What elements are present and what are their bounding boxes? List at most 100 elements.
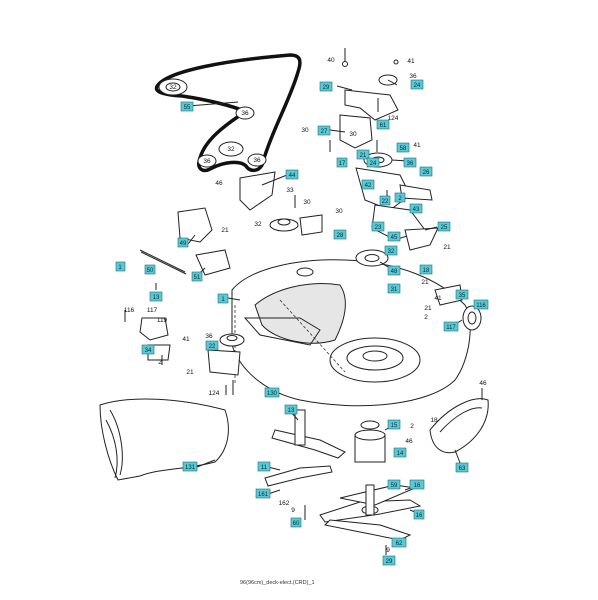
svg-text:131: 131 [185,465,196,471]
svg-text:2: 2 [158,359,162,366]
discharge-chute [99,398,229,481]
drive-belt [154,53,302,173]
callout-24b: 24 [366,157,380,168]
svg-text:117: 117 [446,325,456,331]
label-36-b: 36 [203,158,211,165]
svg-text:48: 48 [391,269,398,275]
svg-text:46: 46 [405,438,413,445]
svg-text:119: 119 [157,317,168,324]
callout-161: 161 [255,488,271,499]
callout-131: 131 [182,461,198,472]
svg-text:30: 30 [335,208,343,215]
callout-13b: 13 [284,404,298,415]
pulley-32-lower [218,141,244,157]
diagram-caption: 96(96cm)_deck-elect.(CRD)_1 [240,580,315,586]
svg-text:30: 30 [349,131,357,138]
svg-text:44: 44 [289,173,296,179]
svg-text:41: 41 [407,58,415,65]
label-36-c: 36 [253,157,261,164]
svg-text:50: 50 [147,268,154,274]
svg-text:41: 41 [413,142,421,149]
svg-text:32: 32 [254,221,262,228]
svg-text:23: 23 [375,225,382,231]
pulley-36-right [247,153,267,167]
svg-text:1: 1 [118,265,122,271]
svg-text:9: 9 [291,507,295,514]
svg-text:21: 21 [421,279,429,286]
svg-text:21: 21 [221,227,229,234]
label-36-a: 36 [241,110,249,117]
svg-text:25: 25 [441,225,448,231]
callout-58: 58 [396,142,410,153]
callout-36: 36 [403,157,417,168]
svg-text:24: 24 [414,83,421,89]
right-idler-assembly [434,284,482,331]
callout-63: 63 [455,462,469,473]
svg-text:21: 21 [443,244,451,251]
callout-1b: 1 [217,293,229,304]
callout-15: 15 [387,419,401,430]
svg-text:36: 36 [205,333,213,340]
callout-33: 48 [387,265,401,276]
blade-right [319,484,422,541]
callout-13a: 13 [149,291,163,302]
callout-6: 50 [144,264,156,275]
svg-text:32: 32 [388,249,395,255]
svg-text:117: 117 [147,307,158,314]
svg-text:51: 51 [194,275,201,281]
left-spindle-pulley [139,317,245,376]
svg-text:9: 9 [386,547,390,554]
svg-text:60: 60 [293,521,300,527]
svg-text:11: 11 [261,465,268,471]
svg-text:116: 116 [124,307,135,314]
callout-45: 45 [387,231,401,242]
svg-text:41: 41 [182,336,190,343]
callout-29: 29 [319,81,333,92]
callout-14: 14 [393,447,407,458]
svg-text:30: 30 [303,199,311,206]
svg-text:29: 29 [323,85,330,91]
svg-text:40: 40 [327,57,335,64]
callout-26: 26 [419,166,433,177]
label-32-a: 32 [169,84,177,91]
svg-text:46: 46 [215,180,223,187]
callout-2: 2 [394,192,406,203]
svg-text:16: 16 [414,483,421,489]
svg-text:43: 43 [413,207,420,213]
callout-16: 16 [413,509,425,520]
callout-142: 62 [391,537,407,548]
svg-text:46: 46 [479,380,487,387]
callout-130: 130 [264,387,280,398]
pulley-36-belt-right [235,106,255,120]
svg-text:116: 116 [476,303,486,309]
callout-43: 43 [409,203,423,214]
svg-text:21: 21 [424,305,432,312]
svg-text:59: 59 [391,483,398,489]
callout-21: 21 [356,149,370,160]
svg-text:42: 42 [365,183,372,189]
callout-22b: 22 [205,340,219,351]
svg-text:62: 62 [396,541,403,547]
svg-text:61: 61 [380,123,387,129]
callout-22: 22 [379,195,391,206]
svg-text:162: 162 [279,500,290,507]
callout-42: 42 [361,179,375,190]
callout-8: 60 [290,517,302,528]
svg-text:13: 13 [153,295,160,301]
left-bracket-assembly [139,171,323,276]
callout-28: 28 [333,229,347,240]
callout-32: 32 [384,245,398,256]
svg-text:21: 21 [360,153,367,159]
svg-text:16: 16 [416,513,423,519]
callout-27: 27 [317,125,331,136]
svg-text:2: 2 [424,314,428,321]
callout-34: 34 [141,344,155,355]
callout-35: 35 [455,289,469,300]
svg-text:63: 63 [459,466,466,472]
svg-text:2: 2 [398,196,402,202]
callout-55: 55 [180,101,194,112]
svg-text:22: 22 [209,344,216,350]
callout-117: 117 [443,321,459,332]
svg-text:161: 161 [258,492,269,498]
